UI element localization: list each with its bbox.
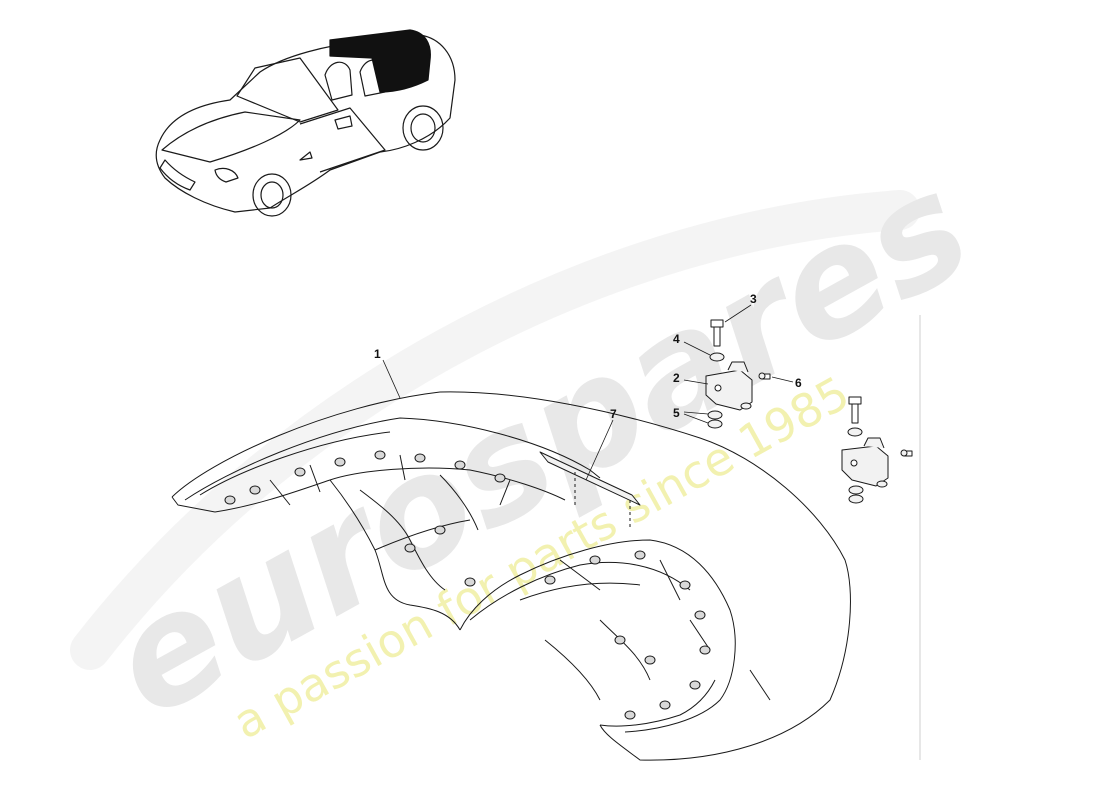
callout-5: 5 [673,406,680,420]
callout-leaders [382,304,794,481]
callout-3: 3 [750,292,757,306]
callout-4: 4 [673,332,680,346]
car-thumbnail [155,29,456,217]
watermark: eurospares a passion for parts since 198… [70,139,997,751]
hinge-assembly-secondary [841,396,913,504]
callout-2: 2 [673,371,680,385]
hinge-assembly-primary [705,319,771,429]
callout-7: 7 [610,407,617,421]
callout-1: 1 [374,347,381,361]
roof-storage-highlight [329,29,431,93]
tape-strip [539,451,641,506]
watermark-brand: eurospares [83,139,997,751]
callout-6: 6 [795,376,802,390]
rear-deck-panel [171,391,851,761]
